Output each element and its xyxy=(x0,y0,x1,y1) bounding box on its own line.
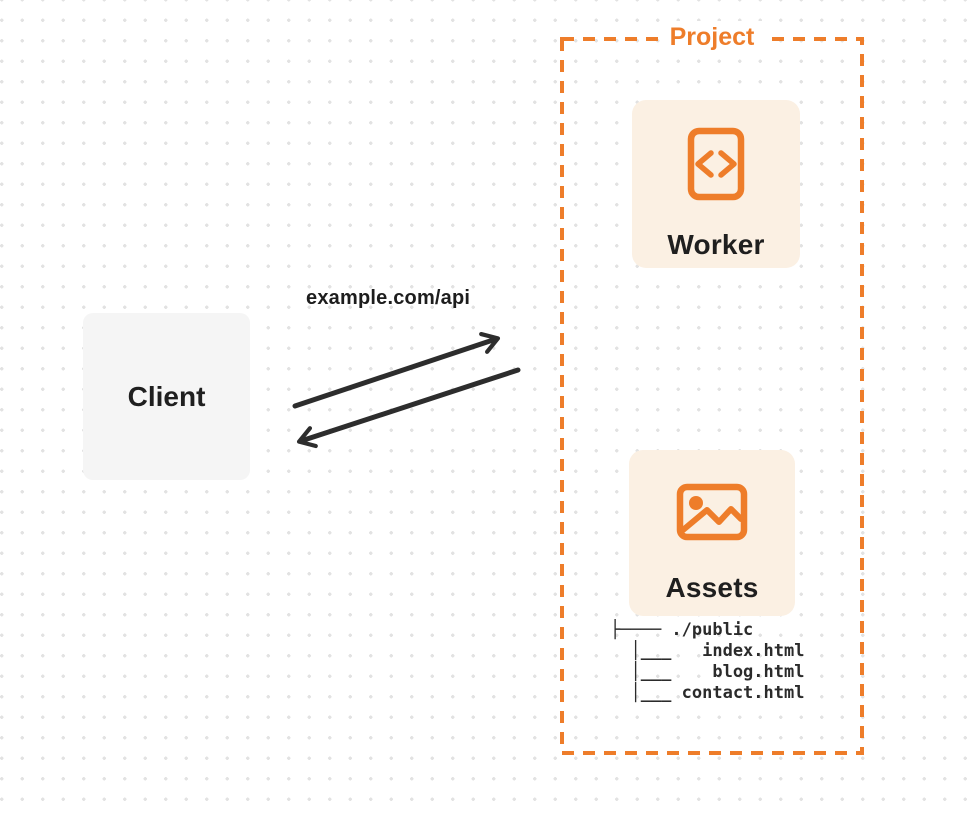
image-icon xyxy=(676,483,748,546)
file-tree-item: │___ contact.html xyxy=(610,683,805,703)
file-tree: ├──── ./public │___ index.html │___ blog… xyxy=(610,620,804,704)
request-url-label: example.com/api xyxy=(306,287,471,309)
worker-node: Worker xyxy=(632,100,800,268)
response-arrow xyxy=(296,367,521,449)
file-tree-root: ├──── ./public xyxy=(610,620,754,640)
client-node: Client xyxy=(83,313,250,480)
project-label-row: Project xyxy=(560,21,864,53)
file-tree-item: │___ blog.html xyxy=(610,662,805,682)
request-arrow xyxy=(292,331,501,409)
assets-label: Assets xyxy=(665,572,759,603)
code-file-icon xyxy=(687,127,745,206)
assets-node: Assets xyxy=(629,450,795,616)
worker-label: Worker xyxy=(667,229,765,260)
file-tree-item: │___ index.html xyxy=(610,641,805,661)
project-label: Project xyxy=(660,21,764,53)
client-label: Client xyxy=(127,380,206,412)
